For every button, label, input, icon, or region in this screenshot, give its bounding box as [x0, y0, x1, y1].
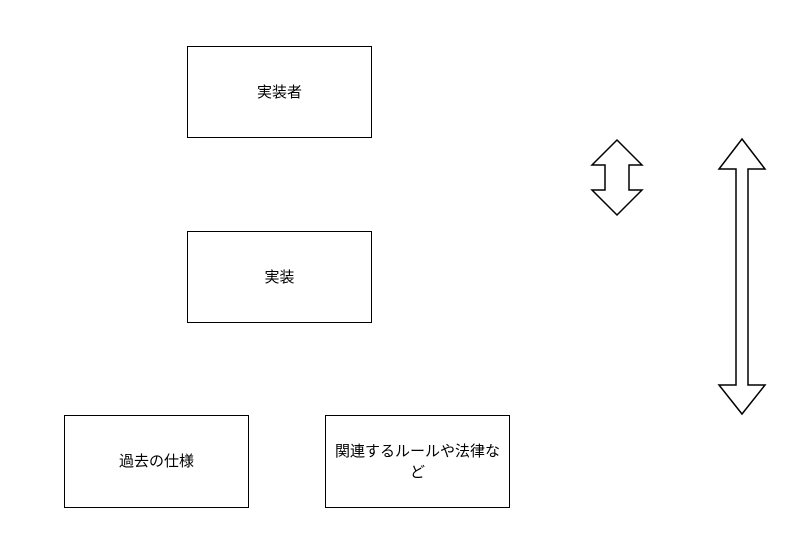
node-past-spec-label: 過去の仕様: [118, 452, 194, 470]
node-implementation: 実装: [187, 231, 372, 323]
node-implementer: 実装者: [187, 46, 372, 138]
node-implementer-label: 実装者: [256, 82, 302, 101]
node-rules: 関連するルールや法律など: [325, 415, 510, 508]
node-implementation-label: 実装: [264, 267, 295, 286]
short-double-arrow-icon: [590, 138, 644, 217]
long-double-arrow-icon: [717, 137, 767, 416]
node-past-spec: 過去の仕様: [64, 415, 249, 508]
node-rules-label: 関連するルールや法律など: [334, 441, 500, 481]
